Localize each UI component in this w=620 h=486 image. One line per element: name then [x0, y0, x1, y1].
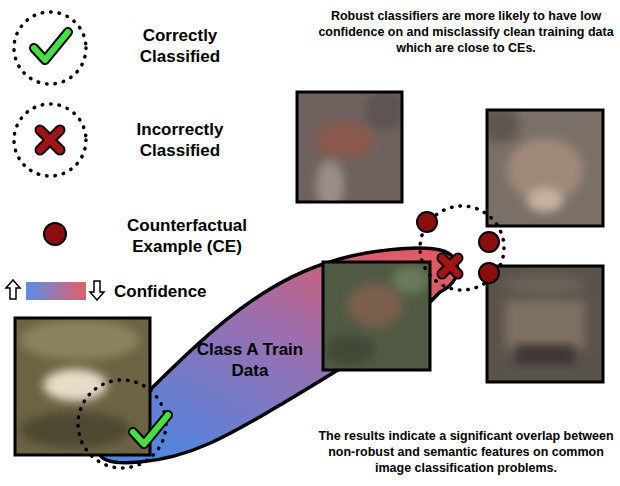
legend-label: Counterfactual Example (CE) — [112, 215, 262, 257]
bird-image — [297, 92, 402, 202]
cat-image — [487, 110, 603, 226]
legend-label: Incorrectly Classified — [118, 119, 242, 161]
confidence-bar — [6, 280, 104, 300]
annotation-note: Robust classifiers are more likely to ha… — [316, 8, 616, 56]
incorrect-symbol — [14, 104, 86, 176]
legend-label: Confidence — [114, 281, 254, 302]
truck-image — [487, 266, 603, 382]
legend-label: Correctly Classified — [120, 25, 240, 67]
ce-dot-symbol — [44, 223, 66, 245]
correct-symbol — [14, 12, 86, 84]
region-label: Class A Train Data — [195, 339, 305, 381]
annotation-note: The results indicate a significant overl… — [316, 428, 616, 476]
